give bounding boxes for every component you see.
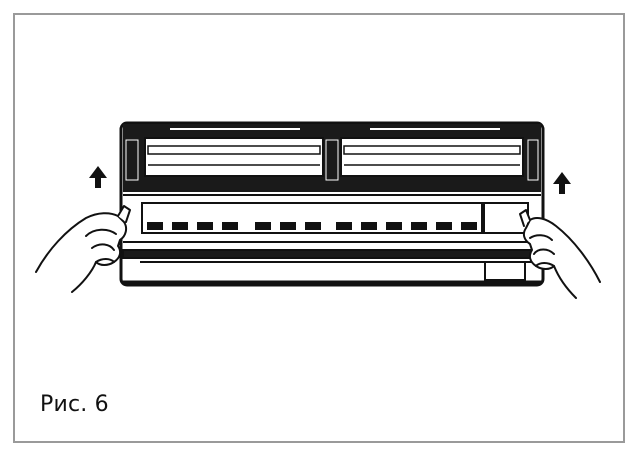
- hand-illustration: [519, 209, 601, 299]
- bottom-panel: [122, 241, 542, 284]
- top-panel: [123, 124, 541, 192]
- up-arrow-icon: [89, 166, 107, 188]
- air-conditioner-unit: [119, 121, 545, 287]
- hand-illustration: [35, 205, 131, 293]
- up-arrow-icon: [553, 172, 571, 194]
- louver-slots: [147, 222, 477, 230]
- figure-caption: Рис. 6: [40, 392, 109, 417]
